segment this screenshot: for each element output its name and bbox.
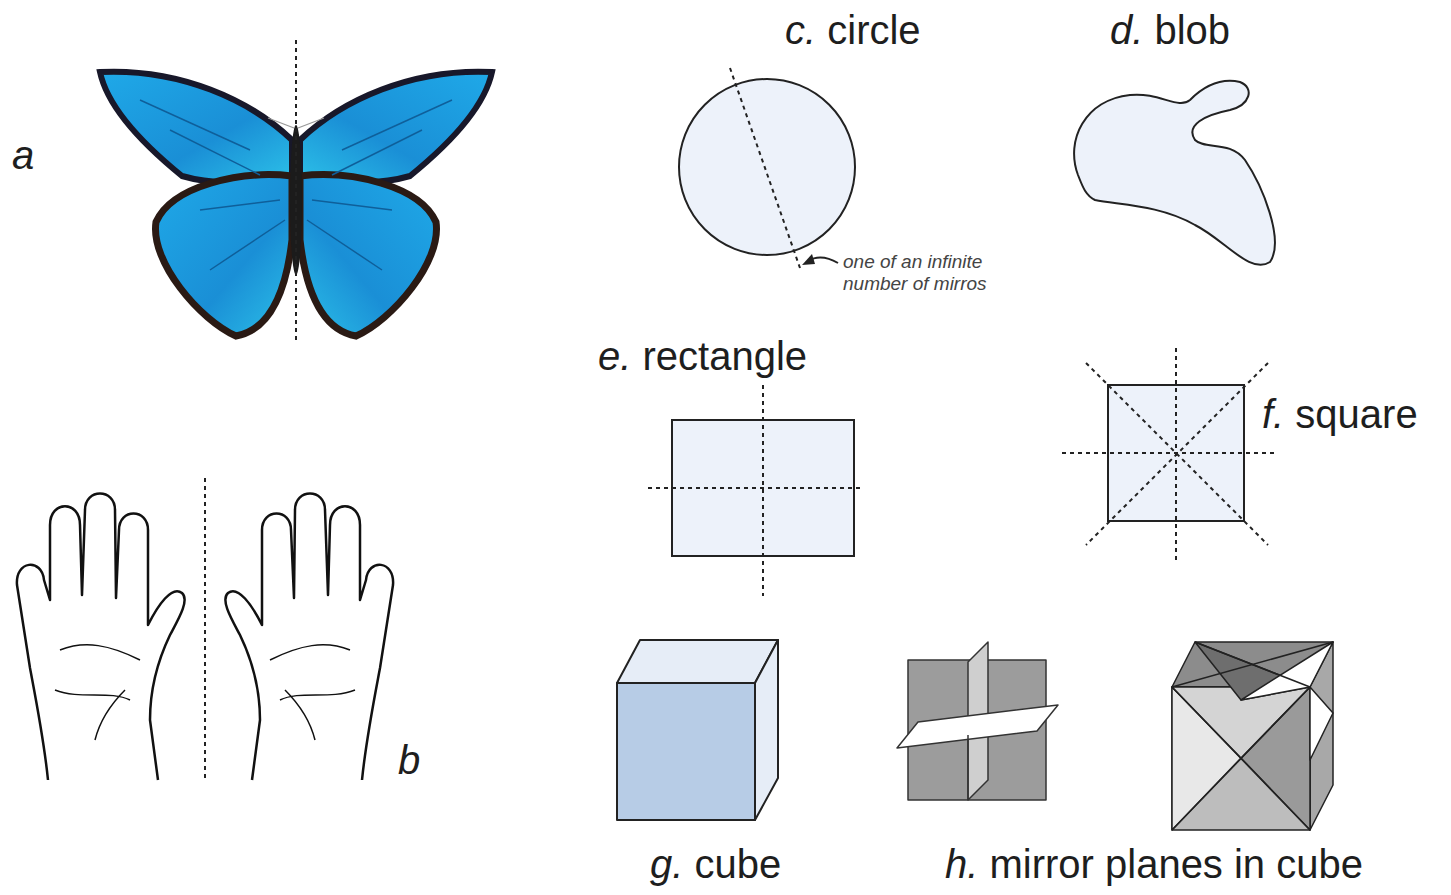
diagonal-mirror-planes-part xyxy=(1241,642,1333,700)
cube-figure xyxy=(617,640,778,820)
diagonal-mirror-planes-part xyxy=(1172,687,1310,830)
circle-figure-part xyxy=(802,254,815,265)
rectangle-figure-part xyxy=(762,385,764,596)
figure-caption: d. blob xyxy=(1110,8,1230,52)
right-hand-part xyxy=(270,645,355,740)
circle-figure-part xyxy=(679,79,855,255)
left-hand xyxy=(17,494,185,781)
axial-mirror-planes-part xyxy=(967,735,969,800)
diagonal-mirror-planes-part xyxy=(1172,642,1333,687)
square-figure-part-part xyxy=(1086,363,1268,545)
cube-figure-part xyxy=(617,640,778,683)
blob-figure xyxy=(1074,81,1275,265)
circle-figure-part xyxy=(730,68,800,268)
butterfly-left-wings-part xyxy=(156,175,292,336)
square-figure xyxy=(1062,348,1275,560)
butterfly-right-wings-part xyxy=(300,72,492,183)
axial-mirror-planes xyxy=(897,642,1058,800)
cube-figure-part xyxy=(755,640,778,820)
butterfly-left-wings-part xyxy=(100,72,292,183)
butterfly-left-wings xyxy=(100,72,292,336)
figure-caption: e. rectangle xyxy=(598,334,807,378)
right-hand-part xyxy=(225,494,393,781)
left-hand-part xyxy=(17,494,185,781)
axial-mirror-planes-part xyxy=(897,705,1058,748)
figure-caption: c. circle xyxy=(785,8,921,52)
figure-caption: f. square xyxy=(1262,392,1418,436)
figure-caption: h. mirror planes in cube xyxy=(945,842,1363,886)
panel-letter: a xyxy=(12,133,34,177)
hands xyxy=(17,478,393,782)
hands-part xyxy=(204,478,206,782)
butterfly-right-wings xyxy=(300,72,492,336)
mirror-note: one of an infinite number of mirros xyxy=(843,251,1043,295)
square-figure-part-part xyxy=(1086,363,1268,545)
blob-figure-part xyxy=(1074,81,1275,265)
diagonal-mirror-planes-part xyxy=(1172,687,1310,830)
diagonal-mirror-planes-part xyxy=(1172,687,1310,830)
rectangle-figure-part xyxy=(648,487,862,489)
butterfly xyxy=(100,40,492,342)
left-hand-part xyxy=(55,645,140,740)
butterfly-right-wings-part xyxy=(300,175,436,336)
rectangle-figure xyxy=(648,385,862,596)
panel-letter: b xyxy=(398,738,420,782)
square-figure-part xyxy=(1062,348,1275,560)
square-figure-part-part xyxy=(1062,452,1275,454)
butterfly-right-wings-part xyxy=(307,100,452,270)
diagonal-mirror-planes xyxy=(1172,642,1333,830)
diagonal-mirror-planes-part xyxy=(1310,687,1333,760)
butterfly-left-wings-part xyxy=(140,100,285,270)
cube-figure-part xyxy=(617,683,755,820)
circle-figure xyxy=(679,68,855,268)
figure-caption: g. cube xyxy=(650,842,781,886)
butterfly-part xyxy=(295,40,297,342)
right-hand xyxy=(225,494,393,781)
